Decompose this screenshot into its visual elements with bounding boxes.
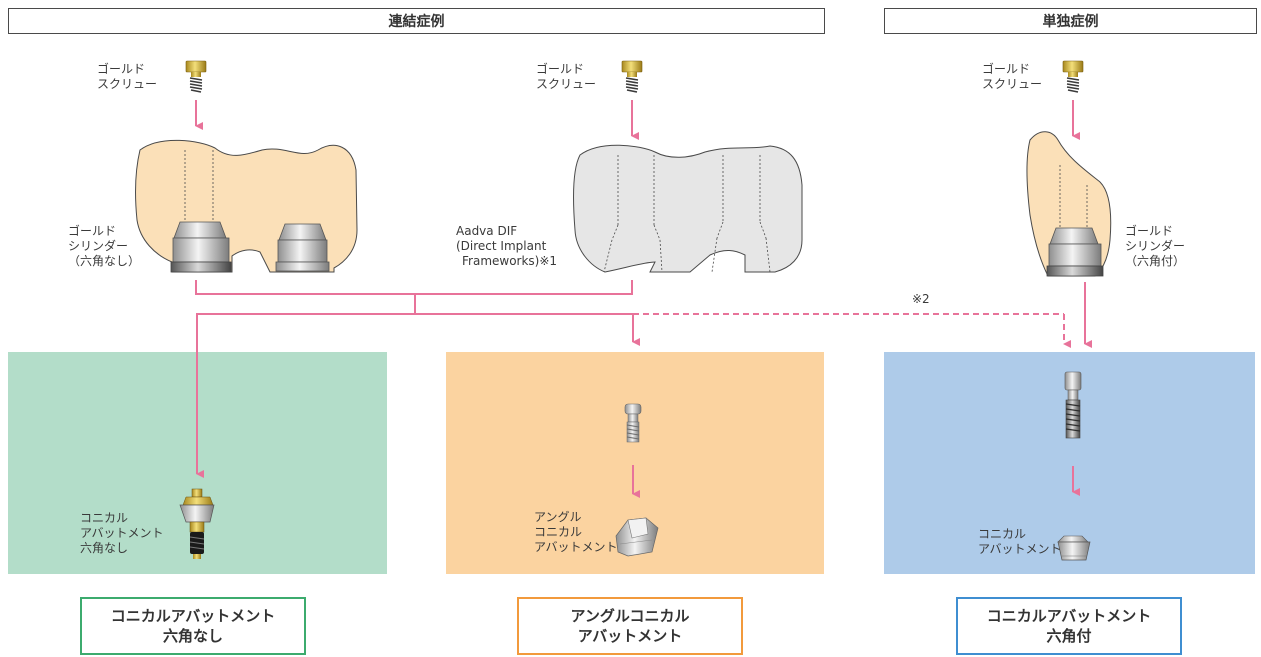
gold-cylinder-hex-label: ゴールドシリンダー（六角付）	[1125, 224, 1186, 268]
result-conical-nonhex: コニカルアバットメント六角なし	[80, 597, 306, 655]
gold-screw-icon	[621, 60, 643, 93]
conical-abutment-nonhex-icon	[179, 488, 215, 559]
flow-connectors	[195, 100, 1092, 498]
abutment-screw-icon	[624, 403, 642, 443]
linked-cases-header: 連結症例	[8, 8, 825, 34]
gold-screw-label-3: ゴールドスクリュー	[982, 62, 1043, 91]
angled-conical-abutment-icon	[615, 517, 659, 557]
gold-screw-icon	[1062, 60, 1084, 93]
abutment-screw-hex-icon	[1064, 371, 1082, 439]
dif-framework-crown-icon	[573, 144, 803, 273]
conical-hex-label: コニカルアバットメント	[978, 527, 1062, 556]
note-2-label: ※2	[912, 292, 930, 306]
result-conical-hex: コニカルアバットメント六角付	[956, 597, 1182, 655]
gold-cylinder-nonhex-label: ゴールドシリンダー（六角なし）	[68, 224, 141, 268]
single-tooth-crown-icon	[1026, 131, 1112, 277]
single-cases-header: 単独症例	[884, 8, 1257, 34]
conical-nonhex-label: コニカルアバットメント六角なし	[80, 511, 164, 555]
gold-screw-label-1: ゴールドスクリュー	[97, 62, 158, 91]
gold-screw-label-2: ゴールドスクリュー	[536, 62, 597, 91]
angled-conical-label: アングルコニカルアバットメント	[534, 510, 618, 554]
gold-bridge-crown-icon	[134, 139, 358, 273]
result-angled-conical: アングルコニカルアバットメント	[517, 597, 743, 655]
gold-screw-icon	[185, 60, 207, 93]
conical-abutment-hex-icon	[1057, 535, 1091, 561]
